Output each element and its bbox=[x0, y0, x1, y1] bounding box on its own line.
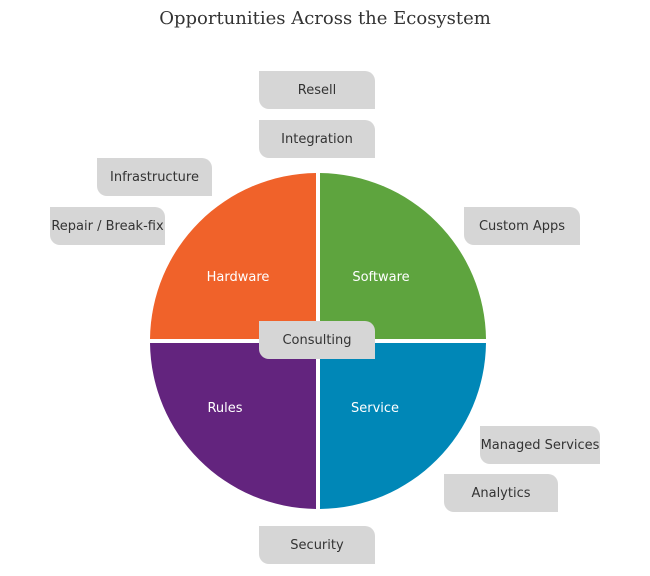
diagram-title: Opportunities Across the Ecosystem bbox=[159, 8, 491, 29]
service-quadrant bbox=[320, 343, 486, 509]
tag-security: Security bbox=[259, 526, 375, 564]
tag-integration: Integration bbox=[259, 120, 375, 158]
hardware-quadrant bbox=[150, 173, 316, 339]
hardware-label: Hardware bbox=[207, 270, 270, 285]
tag-managed-services: Managed Services bbox=[480, 426, 600, 464]
tag-infrastructure: Infrastructure bbox=[97, 158, 212, 196]
tag-repair-break-fix: Repair / Break-fix bbox=[50, 207, 165, 245]
tag-resell: Resell bbox=[259, 71, 375, 109]
tag-consulting: Consulting bbox=[259, 321, 375, 359]
service-label: Service bbox=[351, 401, 399, 416]
software-quadrant bbox=[320, 173, 486, 339]
tag-custom-apps: Custom Apps bbox=[464, 207, 580, 245]
rules-quadrant bbox=[150, 343, 316, 509]
tag-analytics: Analytics bbox=[444, 474, 558, 512]
software-label: Software bbox=[352, 270, 409, 285]
rules-label: Rules bbox=[207, 401, 242, 416]
